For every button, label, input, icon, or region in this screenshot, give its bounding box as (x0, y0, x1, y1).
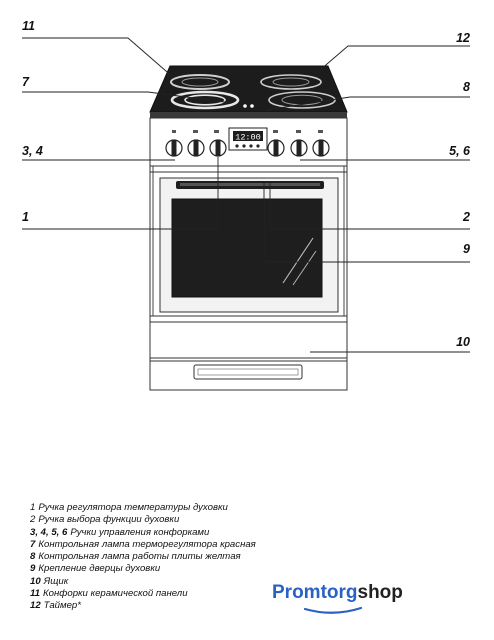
legend-text: Контрольная лампа работы плиты желтая (38, 551, 241, 563)
red-thermostat-lamp (243, 104, 247, 108)
knob-3 (165, 139, 183, 157)
brand-logo-part2: shop (357, 582, 403, 603)
knob-6 (312, 139, 330, 157)
callout-3-4: 3, 4 (22, 144, 43, 158)
callout-1: 1 (22, 210, 29, 224)
legend-number: 7 (30, 538, 36, 550)
timer-button (235, 144, 239, 148)
timer: 12:00 (228, 127, 268, 151)
legend-number: 9 (30, 563, 36, 575)
callout-2: 2 (462, 210, 470, 224)
callout-5-6: 5, 6 (449, 144, 471, 158)
callout-9: 9 (463, 242, 470, 256)
timer-display: 12:00 (235, 133, 261, 143)
hob-front-left (170, 90, 240, 110)
legend-number: 2 (30, 514, 36, 526)
legend-number: 3, 4, 5, 6 (30, 526, 68, 538)
timer-button (256, 144, 260, 148)
legend-text: Ручка выбора функции духовки (38, 514, 180, 526)
callout-7: 7 (22, 75, 30, 89)
callout-8: 8 (463, 80, 470, 94)
hob-rear-right (260, 74, 322, 90)
control-panel: 12:00 (149, 117, 348, 167)
callout-11: 11 (22, 19, 35, 33)
legend-text: Таймер* (43, 600, 81, 612)
legend-text: Ручка регулятора температуры духовки (38, 502, 228, 513)
callout-12: 12 (456, 31, 470, 45)
timer-button (242, 144, 246, 148)
brand-logo-part1: Promtorg (272, 582, 358, 603)
knob-1 (209, 139, 227, 157)
knob-4 (187, 139, 205, 157)
hob-rear-left (170, 74, 230, 90)
storage-drawer (149, 315, 348, 391)
legend-text: Ручки управления конфорками (70, 526, 210, 538)
legend-number: 8 (30, 551, 36, 563)
legend-text: Крепление дверцы духовки (38, 563, 161, 575)
oven-door (159, 177, 339, 313)
ceramic-cooktop (149, 65, 348, 118)
timer-button (249, 144, 253, 148)
knob-symbols (172, 130, 323, 133)
brand-logo: Promtorgshop (272, 582, 403, 616)
knob-2 (267, 139, 285, 157)
callout-10: 10 (456, 335, 470, 349)
legend-number: 11 (30, 588, 40, 600)
legend-text: Конфорки керамической панели (42, 588, 188, 600)
stove-diagram: 12:00 (22, 19, 471, 391)
legend-text: Контрольная лампа терморегулятора красна… (38, 538, 256, 550)
knob-5 (290, 139, 308, 157)
legend-number: 10 (30, 575, 41, 587)
legend-text: Ящик (43, 575, 69, 587)
oven-window (171, 198, 323, 298)
yellow-operation-lamp (250, 104, 254, 108)
legend-number: 1 (30, 502, 36, 513)
leader-lines (22, 37, 470, 353)
brand-swoosh-icon (303, 606, 363, 614)
legend-number: 12 (30, 600, 41, 612)
